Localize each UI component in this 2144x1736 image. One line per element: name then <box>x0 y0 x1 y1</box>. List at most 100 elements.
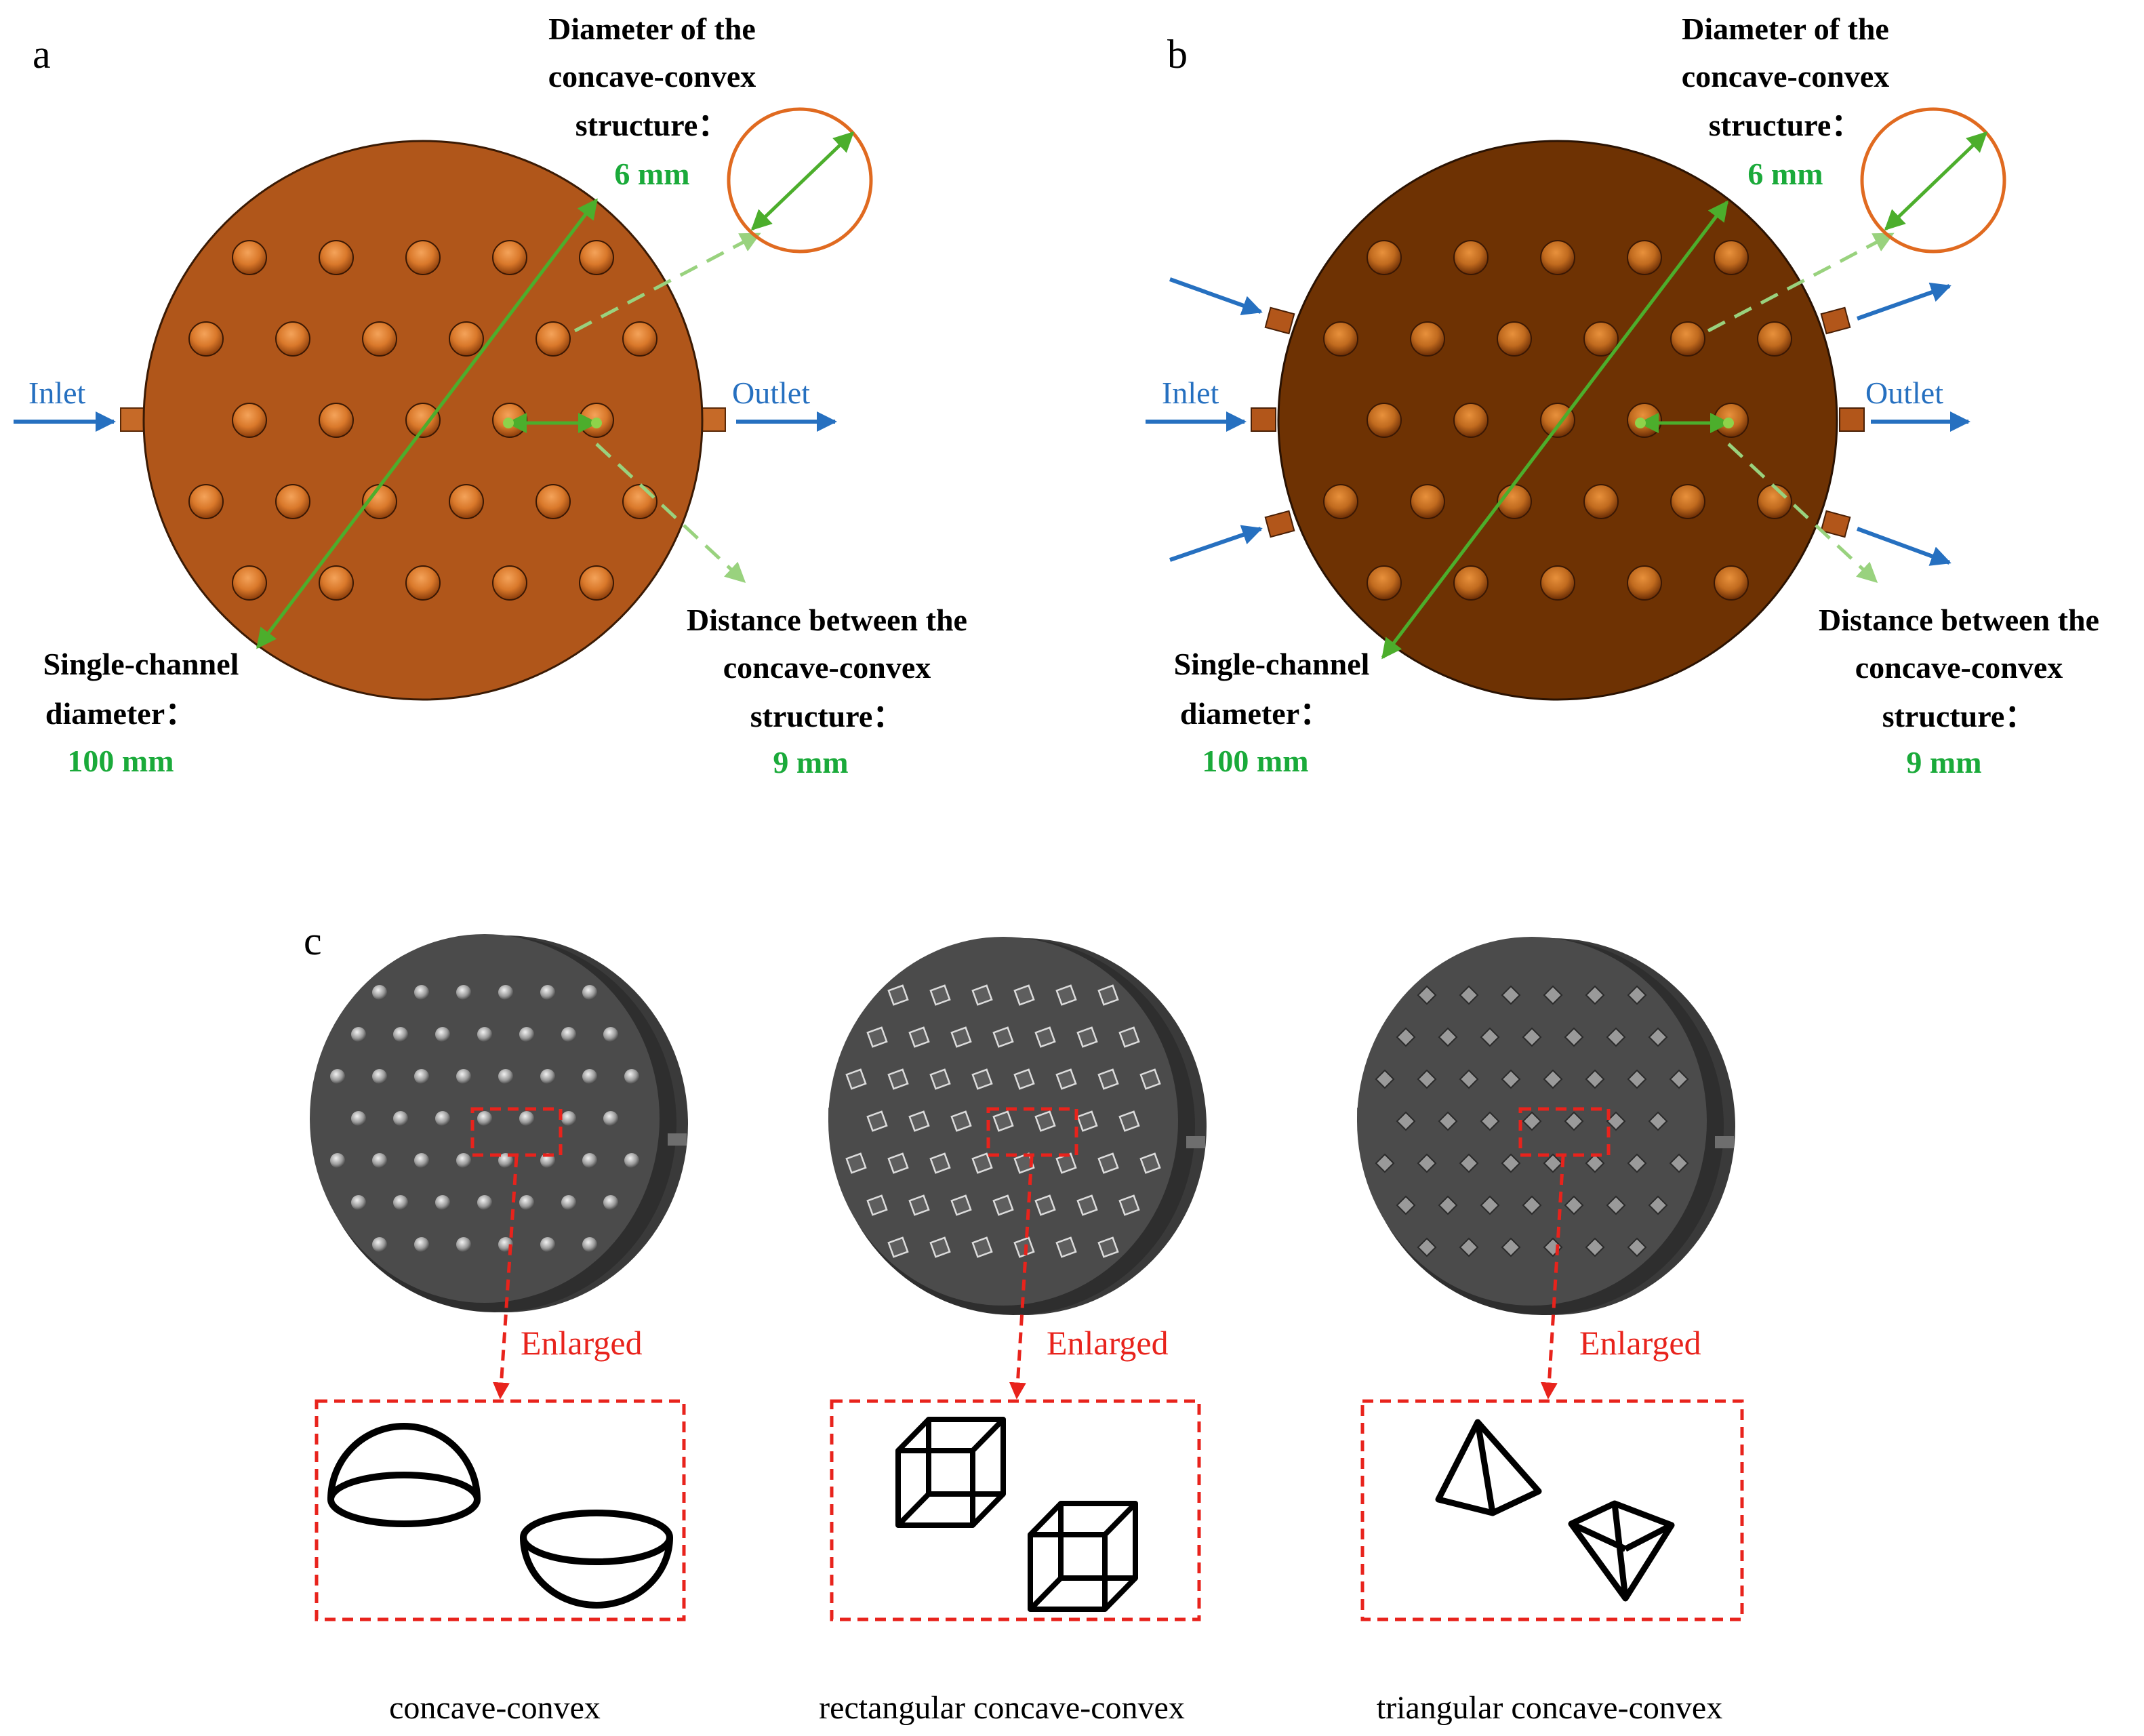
zoom-callout-line <box>1707 232 1895 333</box>
dimple <box>1540 240 1575 275</box>
hemisphere-feature <box>603 1195 618 1210</box>
dimple <box>535 321 571 357</box>
pyramid-feature <box>1459 1237 1479 1257</box>
dimple <box>1367 565 1402 601</box>
cube-feature <box>1034 1026 1056 1048</box>
dimple <box>492 240 527 275</box>
hemisphere-feature <box>561 1111 576 1126</box>
pyramid-feature <box>1606 1027 1626 1047</box>
focus-box <box>1518 1107 1611 1157</box>
pyramid-feature <box>1585 1069 1605 1089</box>
dimple <box>1540 565 1575 601</box>
cube-feature <box>845 1068 867 1090</box>
pyramid-feature <box>1396 1195 1416 1215</box>
dimple <box>232 565 267 601</box>
outlet-nozzle <box>1820 306 1851 335</box>
nozzle <box>1715 1136 1734 1148</box>
cube-feature <box>1034 1194 1056 1216</box>
channel-diameter-line <box>1381 200 1728 660</box>
hemisphere-feature <box>372 1237 387 1252</box>
pyramid-feature <box>1417 1069 1437 1089</box>
cube-icon <box>895 1417 1006 1528</box>
cube-feature <box>971 1068 993 1090</box>
pyramid-feature <box>1522 1111 1542 1131</box>
hemisphere-feature <box>414 985 429 1000</box>
hemisphere-feature <box>519 1027 534 1042</box>
hemisphere-feature <box>498 1069 513 1084</box>
pyramid-feature <box>1627 1237 1647 1257</box>
dimple <box>275 321 310 357</box>
hemisphere-feature <box>477 1195 492 1210</box>
cube-feature <box>1139 1068 1161 1090</box>
panel-c: c <box>304 919 1744 1726</box>
cube-feature <box>1097 1152 1119 1174</box>
pyramid-feature <box>1585 985 1605 1005</box>
pyramid-feature <box>1438 1111 1458 1131</box>
hemisphere-feature <box>582 985 597 1000</box>
cube-feature <box>1055 984 1077 1006</box>
cube-feature <box>887 1152 909 1174</box>
enlarged-label: Enlarged <box>1579 1324 1701 1362</box>
pyramid-feature <box>1669 1069 1689 1089</box>
structure-diameter-label-line1: Diameter of the <box>548 12 756 46</box>
distance-label-line2: concave-convex <box>723 650 931 685</box>
nozzle <box>1186 1136 1205 1148</box>
cube-feature <box>1118 1110 1140 1132</box>
cube-feature <box>950 1026 972 1048</box>
pyramid-feature <box>1459 1069 1479 1089</box>
dimple <box>1410 484 1445 519</box>
dimple <box>1757 484 1792 519</box>
cube-feature <box>950 1194 972 1216</box>
channel-diameter-label-line1: Single-channel <box>1174 647 1370 681</box>
distance-point <box>503 418 514 428</box>
zoom-callout-line <box>573 232 761 333</box>
structure-diameter-label-line2: concave-convex <box>548 59 756 94</box>
cube-feature <box>887 1068 909 1090</box>
hemisphere-feature <box>414 1153 429 1168</box>
dimple <box>319 240 354 275</box>
pyramid-feature <box>1438 1195 1458 1215</box>
cube-feature <box>971 1152 993 1174</box>
dimple <box>1497 321 1532 357</box>
channel-diameter-line <box>256 198 598 649</box>
inlet-nozzle <box>1264 510 1295 538</box>
dimple <box>1670 484 1705 519</box>
outlet-label: Outlet <box>1865 376 1943 410</box>
zoom-circle <box>1860 107 2006 254</box>
dimple <box>535 484 571 519</box>
hemisphere-feature <box>330 1153 345 1168</box>
hemisphere-feature <box>435 1111 450 1126</box>
dimple <box>449 321 484 357</box>
outlet-label: Outlet <box>732 376 810 410</box>
hemisphere-feature <box>561 1027 576 1042</box>
panel-a: a Inlet Outlet Diameter of the concave-c… <box>14 12 967 780</box>
feature-grid <box>1375 985 1689 1257</box>
enlarge-arrow <box>1540 1156 1565 1400</box>
pyramid-feature <box>1648 1027 1668 1047</box>
dimple <box>1583 484 1619 519</box>
pyramid-feature <box>1375 1069 1395 1089</box>
cube-feature <box>1076 1026 1098 1048</box>
hemisphere-feature <box>561 1195 576 1210</box>
enlarged-label: Enlarged <box>521 1324 643 1362</box>
disk-rectangular <box>828 937 1207 1315</box>
inlet-arrow <box>1169 525 1263 562</box>
hemisphere-feature <box>498 985 513 1000</box>
pyramid-feature <box>1522 1195 1542 1215</box>
distance-callout-line <box>595 443 746 584</box>
structure-diameter-value: 6 mm <box>1747 157 1823 191</box>
feature-grid <box>330 985 639 1252</box>
cube-feature <box>992 1026 1014 1048</box>
cube-feature <box>992 1110 1014 1132</box>
cube-feature <box>1097 984 1119 1006</box>
cube-feature <box>1055 1068 1077 1090</box>
hemisphere-feature <box>414 1069 429 1084</box>
pyramid-feature <box>1501 1237 1521 1257</box>
outlet-nozzle <box>700 407 726 432</box>
pyramid-feature <box>1585 1153 1605 1173</box>
panel-b: b Inlet Outlet Diameter of the concave-c… <box>1146 12 2099 780</box>
pyramid-icon <box>1568 1500 1675 1602</box>
hemisphere-feature <box>393 1195 408 1210</box>
hemisphere-feature <box>351 1027 366 1042</box>
dimple <box>492 565 527 601</box>
